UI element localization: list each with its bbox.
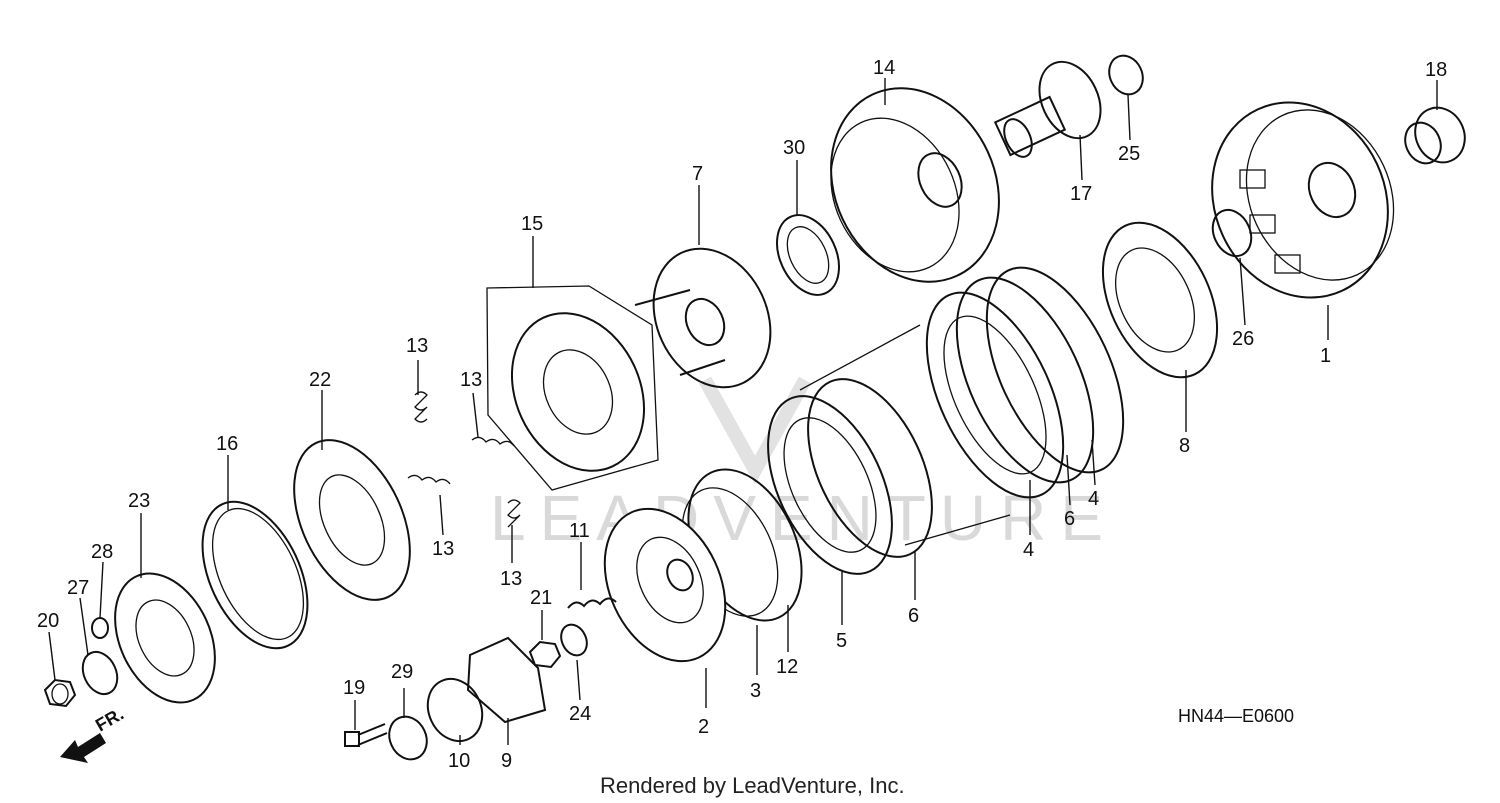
callout-19: 19 — [343, 677, 365, 699]
part-one-way-clutch — [776, 214, 840, 296]
callout-2: 2 — [698, 716, 709, 738]
callout-8: 8 — [1179, 435, 1190, 457]
callout-13-b: 13 — [460, 369, 482, 391]
callout-9: 9 — [501, 750, 512, 772]
callout-15: 15 — [521, 213, 543, 235]
part-washer-25 — [1108, 54, 1144, 96]
part-collar — [1404, 106, 1466, 165]
part-bolt-19 — [344, 723, 388, 747]
callout-7: 7 — [692, 163, 703, 185]
callout-29: 29 — [391, 661, 413, 683]
callout-25: 25 — [1118, 143, 1140, 165]
part-nut-28 — [91, 617, 109, 639]
part-nut-21 — [528, 640, 562, 669]
part-o-ring — [201, 500, 309, 650]
callout-28: 28 — [91, 541, 113, 563]
callout-11: 11 — [569, 520, 590, 542]
diagram-code: HN44—E0600 — [1178, 706, 1294, 726]
front-direction-arrow: FR. — [60, 704, 127, 763]
callout-14: 14 — [873, 57, 895, 79]
callout-20: 20 — [37, 610, 59, 632]
part-weight-plate — [634, 247, 772, 389]
callout-24: 24 — [569, 703, 591, 725]
part-washer-27 — [81, 650, 119, 696]
part-clutch-drum — [830, 87, 1000, 283]
part-clutch-weights — [510, 312, 646, 472]
part-springs — [407, 391, 521, 528]
callout-5: 5 — [836, 630, 847, 652]
part-clutch-discs-lower — [767, 378, 933, 575]
direction-label: FR. — [92, 704, 127, 736]
callout-4-lower: 4 — [1023, 539, 1034, 561]
part-plate-9 — [466, 636, 547, 724]
part-clutch-outer — [1211, 101, 1395, 299]
callout-1: 1 — [1320, 345, 1331, 367]
callout-4-upper: 4 — [1088, 488, 1099, 510]
part-washer-26 — [1211, 208, 1253, 258]
callout-23: 23 — [128, 490, 150, 512]
callout-22: 22 — [309, 369, 331, 391]
callout-26: 26 — [1232, 328, 1254, 350]
callout-6-upper: 6 — [1064, 508, 1075, 530]
part-lock-plate — [114, 572, 216, 704]
callout-10: 10 — [448, 750, 470, 772]
callout-12: 12 — [776, 656, 798, 678]
callout-13-c: 13 — [432, 538, 454, 560]
part-seal-10 — [426, 677, 484, 743]
footer-text: Rendered by LeadVenture, Inc. — [600, 773, 905, 798]
part-spring-11 — [567, 597, 617, 609]
centrifugal-clutch-box — [486, 285, 659, 491]
callout-30: 30 — [783, 137, 805, 159]
callout-21: 21 — [530, 587, 552, 609]
callout-17: 17 — [1070, 183, 1092, 205]
assembly-guide-lines — [799, 324, 1011, 546]
callout-13-a: 13 — [406, 335, 428, 357]
part-washer-24 — [560, 623, 588, 657]
part-bearing-29 — [388, 715, 428, 761]
callout-16: 16 — [216, 433, 238, 455]
part-drive-plate — [603, 507, 727, 663]
callout-13-d: 13 — [500, 568, 522, 590]
part-plate-22 — [293, 439, 411, 601]
part-primary-drive-gear — [993, 60, 1102, 158]
part-pressure-plate — [1101, 221, 1219, 379]
callout-18: 18 — [1425, 59, 1447, 81]
callout-3: 3 — [750, 680, 761, 702]
callout-6-lower: 6 — [908, 605, 919, 627]
leader-lines — [48, 78, 1438, 745]
callout-27: 27 — [67, 577, 89, 599]
part-lock-nut-20 — [43, 678, 77, 708]
part-clutch-discs-upper — [925, 266, 1125, 499]
callout-labels: 1 2 3 4 4 5 6 6 7 8 9 10 11 12 13 13 13 … — [37, 57, 1447, 772]
